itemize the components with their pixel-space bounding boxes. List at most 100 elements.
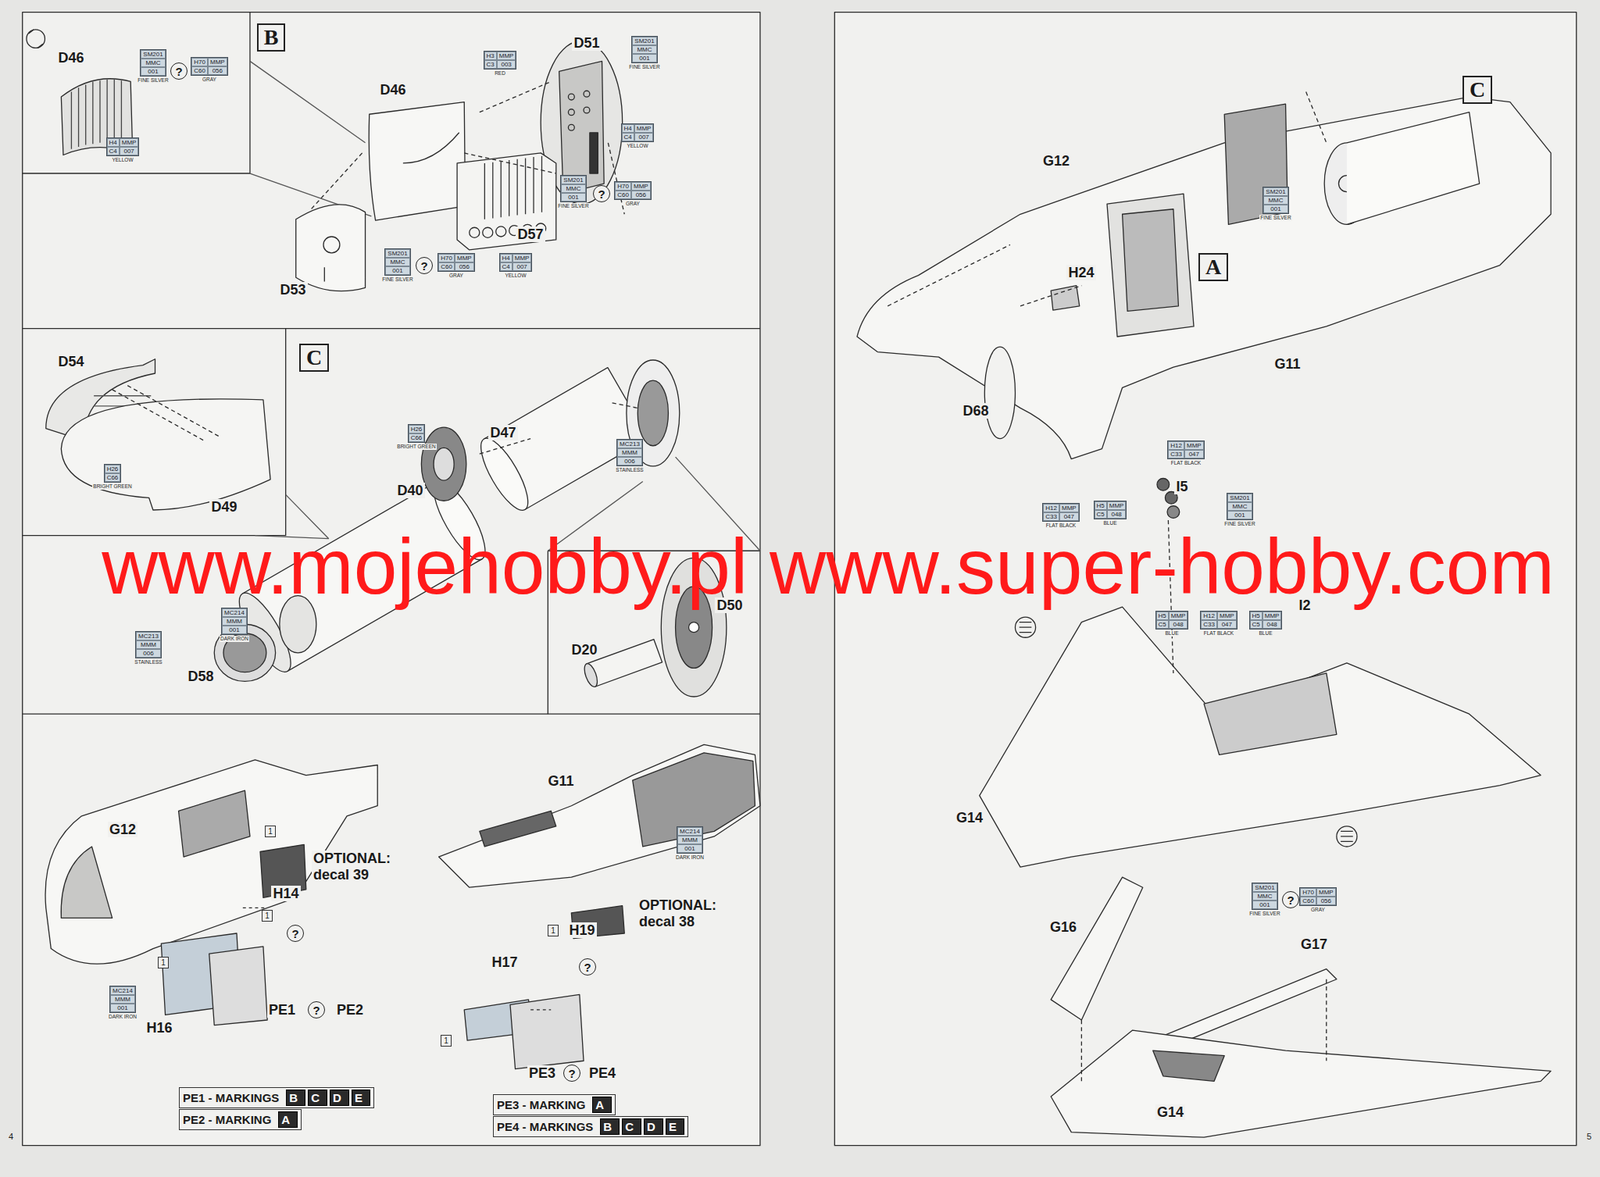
- paint-code: H70: [191, 57, 208, 67]
- marking-letter-text: B: [603, 1120, 612, 1134]
- paint-code-box: SM201MMC001: [631, 35, 658, 64]
- paint-code: 047: [1217, 620, 1237, 629]
- paint-code: H12: [1167, 441, 1185, 450]
- paint-callout: MC213MMM006STAINLESS: [133, 631, 163, 666]
- paint-code-box: H12MMPC33047: [1200, 610, 1237, 630]
- color-name: BRIGHT GREEN: [92, 483, 133, 490]
- paint-code: 006: [135, 649, 161, 658]
- paint-code-box: SM201MMC001: [139, 49, 166, 77]
- marking-row-text: PE4 - MARKINGS: [496, 1120, 593, 1135]
- paint-code: 001: [1227, 510, 1252, 520]
- paint-code: H4: [107, 138, 120, 147]
- paint-code: 056: [631, 190, 651, 200]
- part-drawing-step-b: [567, 109, 575, 116]
- part-number: D47: [488, 425, 518, 441]
- marking-letter-text: A: [281, 1113, 290, 1127]
- paint-code: H5: [1250, 611, 1263, 621]
- paint-code: C5: [1250, 620, 1263, 629]
- paint-code: C4: [500, 262, 513, 272]
- color-name: BLUE: [1258, 630, 1274, 637]
- paint-code: 001: [385, 266, 410, 275]
- part-drawing-d46-inset: [71, 79, 122, 150]
- marking-letter-text: E: [668, 1120, 677, 1134]
- marking-letter: C: [621, 1118, 642, 1136]
- marking-letter: B: [285, 1089, 306, 1107]
- paint-code: H5: [1094, 501, 1108, 511]
- paint-code: MMC: [1252, 892, 1277, 901]
- part-number: D68: [960, 403, 990, 419]
- part-drawing-step-c: [582, 662, 600, 690]
- step-divider: [22, 328, 761, 329]
- paint-code-box: SM201MMC001: [1251, 882, 1278, 911]
- step-divider: [22, 12, 761, 715]
- paint-code-box: H5MMPC5048: [1249, 610, 1283, 630]
- color-name: DARK IRON: [219, 635, 250, 643]
- paint-code: C5: [1094, 510, 1108, 519]
- part-number: PE4: [587, 1065, 618, 1082]
- marking-letter: E: [351, 1089, 371, 1107]
- page-number: 4: [8, 1132, 14, 1142]
- marking-row: PE2 - MARKINGA: [178, 1109, 302, 1131]
- paint-code: H5: [1156, 611, 1169, 621]
- paint-callout: SM201MMC001FINE SILVER: [381, 248, 414, 283]
- color-name: BRIGHT GREEN: [396, 443, 436, 450]
- paint-code: MMP: [512, 253, 533, 263]
- part-drawing-cockpit-sides: [242, 907, 551, 1011]
- paint-code: SM201: [1227, 493, 1252, 503]
- paint-code: 056: [207, 66, 228, 75]
- paint-code: MMM: [135, 640, 161, 650]
- mix-symbol-text: ?: [420, 260, 428, 272]
- paint-callout: H5MMPC5048BLUE: [1093, 500, 1128, 527]
- sheet-number-box: 1: [261, 910, 273, 922]
- paint-code: SM201: [560, 175, 586, 185]
- part-number: H17: [489, 954, 519, 971]
- paint-callout: H26C66BRIGHT GREEN: [92, 464, 133, 490]
- part-drawing-cockpit-sides: [45, 744, 761, 1069]
- part-number: D20: [569, 642, 599, 658]
- step-box: B: [257, 23, 286, 52]
- marking-letter-text: C: [310, 1091, 320, 1105]
- part-number: H24: [1066, 264, 1096, 281]
- mix-symbol: ?: [578, 958, 597, 976]
- part-drawing-step-b: [589, 132, 598, 174]
- paint-code-box: SM201MMC001: [384, 248, 411, 276]
- paint-callout: H70MMPC60056GRAY: [190, 57, 228, 83]
- marking-row: PE1 - MARKINGSBCDE: [178, 1087, 375, 1109]
- part-drawing-wing: [1014, 617, 1036, 638]
- part-drawing-wing: [1167, 506, 1180, 519]
- paint-code: MMC: [560, 184, 586, 193]
- note: OPTIONAL: decal 39: [311, 850, 400, 884]
- marking-letter: D: [643, 1118, 664, 1136]
- color-name: RED: [493, 70, 507, 77]
- color-name: STAINLESS: [133, 659, 163, 666]
- color-name: STAINLESS: [614, 467, 644, 474]
- part-number: D51: [571, 35, 601, 51]
- paint-code: C60: [1300, 896, 1317, 906]
- color-name: FINE SILVER: [557, 203, 590, 210]
- part-drawing-cockpit-sides: [510, 994, 584, 1069]
- paint-code: 007: [634, 132, 654, 142]
- paint-code: C33: [1200, 620, 1218, 629]
- part-drawing-fuselage: [857, 96, 1551, 460]
- paint-code: MMP: [496, 51, 517, 61]
- step-box-text: C: [1469, 77, 1486, 102]
- part-number: D57: [515, 226, 545, 243]
- paint-code-box: H26C66: [407, 424, 426, 443]
- paint-code-box: H70MMPC60056: [1299, 887, 1336, 907]
- sheet-number-box: 1: [264, 825, 276, 838]
- mix-symbol-text: ?: [291, 928, 299, 940]
- paint-code: 001: [677, 844, 703, 854]
- paint-code-box: H70MMPC60056: [437, 253, 475, 272]
- paint-code: MMM: [677, 835, 703, 845]
- paint-code: SM201: [140, 50, 165, 59]
- marking-letter-text: A: [595, 1098, 604, 1112]
- part-drawing-step-b: [583, 107, 590, 114]
- rotate-symbol: [26, 29, 46, 49]
- paint-callout: H4MMPC4007YELLOW: [106, 137, 140, 164]
- paint-callout: H5MMPC5048BLUE: [1249, 610, 1283, 637]
- mix-symbol-text: ?: [597, 188, 605, 200]
- paint-code: MMP: [454, 253, 475, 263]
- paint-callout: H4MMPC4007YELLOW: [499, 253, 533, 279]
- paint-code: C66: [408, 433, 425, 443]
- marking-letter-text: E: [354, 1091, 363, 1105]
